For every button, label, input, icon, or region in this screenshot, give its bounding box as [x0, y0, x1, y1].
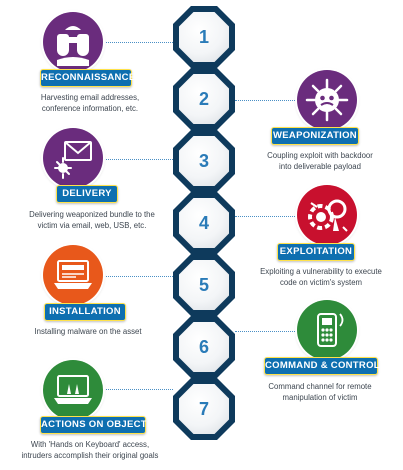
binoculars-icon: [57, 26, 89, 66]
step-5-octagon: 5: [173, 254, 235, 316]
connector-6: [235, 331, 305, 332]
step-7-number: 7: [198, 399, 209, 419]
step-6-number: 6: [198, 337, 209, 357]
installation-description: Installing malware on the asset: [34, 327, 142, 336]
connector-7: [99, 389, 173, 390]
step-2-number: 2: [198, 89, 209, 109]
weaponization-description: Coupling exploit with backdoor into deli…: [267, 151, 373, 171]
weaponization-circle: [297, 70, 357, 130]
step-3-octagon: 3: [173, 130, 235, 192]
remote-control-icon: [317, 313, 344, 347]
reconnaissance-label: RECONNAISSANCE: [40, 69, 135, 87]
step-2-octagon: 2: [173, 68, 235, 130]
connector-1: [99, 42, 173, 43]
kill-chain-spine: 1 2 3 4 5 6 7: [171, 6, 237, 452]
exploitation-circle: [297, 185, 357, 245]
exploitation-description: Exploiting a vulnerability to execute co…: [260, 267, 382, 287]
step-3-number: 3: [198, 151, 209, 171]
step-5-number: 5: [198, 275, 209, 295]
installation-label: INSTALLATION: [44, 303, 126, 321]
install-laptop-icon: [54, 260, 92, 289]
step-1-octagon: 1: [173, 6, 235, 68]
step-4-number: 4: [198, 213, 209, 233]
exploitation-label: EXPLOITATION: [277, 243, 355, 261]
step-6-octagon: 6: [173, 316, 235, 378]
actions-on-objectives-label: ACTIONS ON OBJECTIVES: [40, 416, 169, 434]
actions-on-objectives-description: With 'Hands on Keyboard' access, intrude…: [21, 440, 159, 460]
exploit-gear-icon: [308, 199, 348, 232]
connector-4: [235, 216, 305, 217]
command-control-description: Command channel for remote manipulation …: [268, 382, 372, 402]
hands-keyboard-icon: [54, 375, 92, 404]
installation-circle: [43, 245, 103, 305]
connector-3: [97, 159, 173, 160]
actions-on-objectives-circle: [43, 360, 103, 420]
connector-2: [235, 100, 305, 101]
step-4-octagon: 4: [173, 192, 235, 254]
delivery-label: DELIVERY: [56, 185, 118, 203]
step-7-octagon: 7: [173, 378, 235, 440]
reconnaissance-circle: [43, 12, 103, 72]
virus-icon: [305, 78, 349, 122]
connector-5: [99, 276, 173, 277]
step-1-number: 1: [198, 27, 209, 47]
weaponization-label: WEAPONIZATION: [271, 127, 359, 145]
email-virus-icon: [54, 141, 92, 179]
delivery-circle: [43, 128, 103, 188]
command-control-label: COMMAND & CONTROL (C2): [264, 357, 402, 375]
delivery-description: Delivering weaponized bundle to the vict…: [29, 210, 155, 230]
command-control-circle: [297, 300, 357, 360]
reconnaissance-description: Harvesting email addresses, conference i…: [40, 93, 140, 113]
